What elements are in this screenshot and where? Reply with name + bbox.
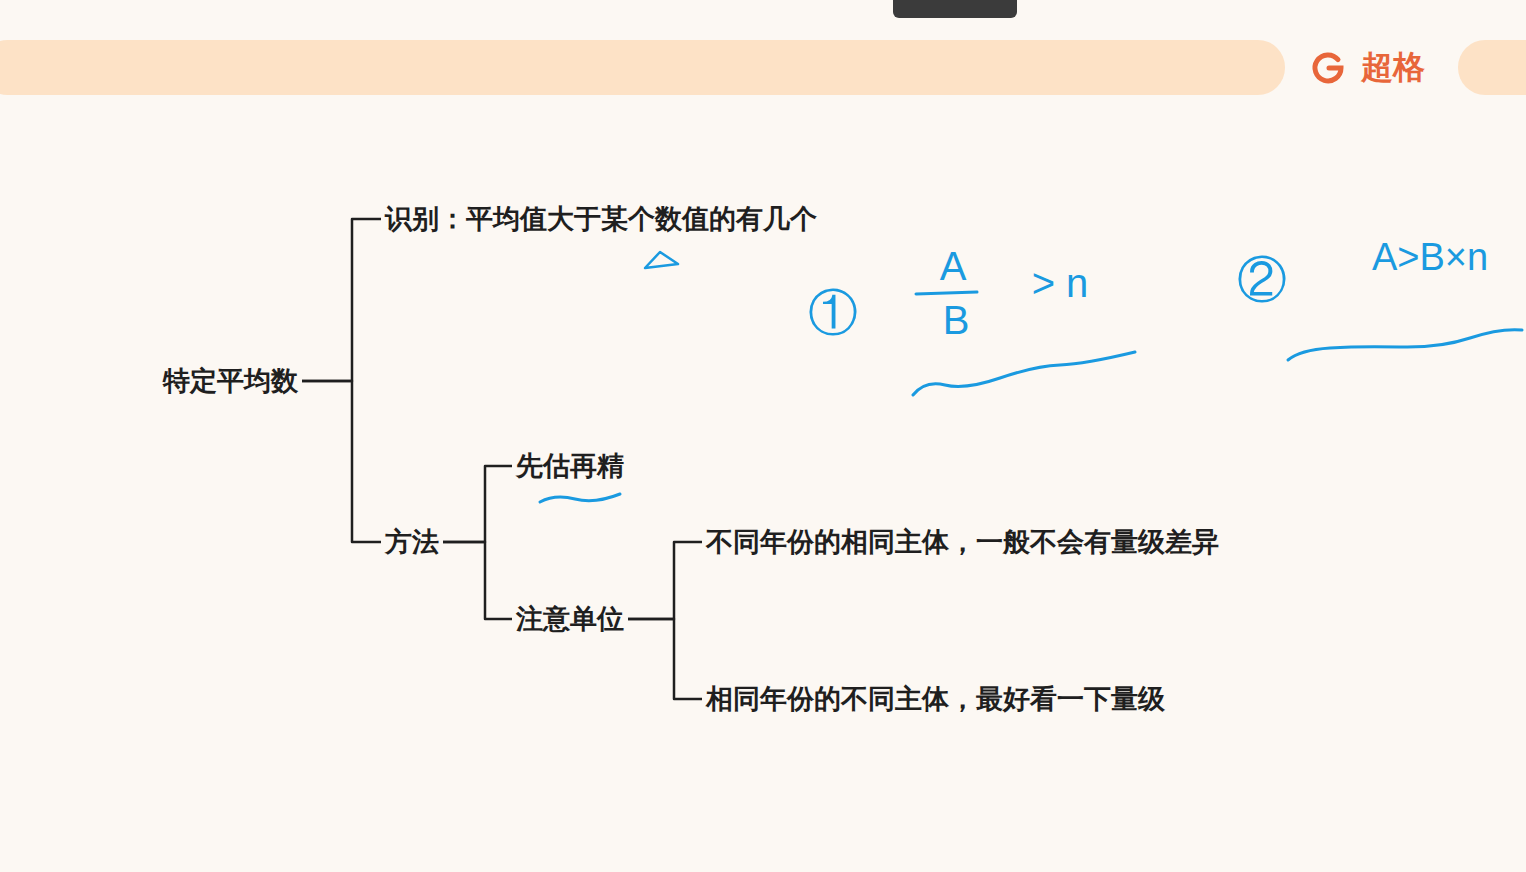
bracket-connector <box>628 542 702 619</box>
topic-node: 识别：平均值大于某个数值的有几个 <box>381 200 821 238</box>
callout-number: ① <box>808 286 858 341</box>
topic-text: 相同年份的不同主体，最好看一下量级 <box>706 682 1165 716</box>
bracket-connector <box>302 381 381 542</box>
formula-text: A>B×n <box>1372 237 1488 279</box>
topic-text: 先估再精 <box>516 449 624 483</box>
callout-number: ② <box>1237 253 1287 308</box>
top-tab <box>893 0 1017 18</box>
formula-text: B <box>943 298 970 342</box>
topic-node: 注意单位 <box>512 600 628 638</box>
underline-stroke <box>540 494 620 502</box>
root-topic: 特定平均数 <box>159 362 302 400</box>
bracket-connector <box>302 219 381 381</box>
formula-text: > n <box>1032 261 1089 305</box>
topic-text: 特定平均数 <box>163 364 298 398</box>
logo-text: 超格 <box>1361 50 1425 85</box>
topic-text: 不同年份的相同主体，一般不会有量级差异 <box>706 525 1219 559</box>
formula-text: A <box>940 244 967 288</box>
logo-icon <box>1315 55 1341 81</box>
topic-text: 方法 <box>385 525 439 559</box>
topic-node: 方法 <box>381 523 443 561</box>
fraction-bar <box>916 292 977 294</box>
topic-node: 相同年份的不同主体，最好看一下量级 <box>702 680 1169 718</box>
header-band <box>1458 40 1526 95</box>
bracket-connector <box>443 542 512 619</box>
topic-text: 注意单位 <box>516 602 624 636</box>
bracket-connector <box>628 619 702 699</box>
topic-node: 先估再精 <box>512 447 628 485</box>
topic-text: 识别：平均值大于某个数值的有几个 <box>385 202 817 236</box>
topic-node: 不同年份的相同主体，一般不会有量级差异 <box>702 523 1223 561</box>
underline-stroke <box>913 352 1135 395</box>
underline-stroke <box>1288 330 1522 360</box>
bracket-connector <box>443 466 512 542</box>
header-band <box>0 40 1285 95</box>
triangle-mark <box>645 252 678 268</box>
